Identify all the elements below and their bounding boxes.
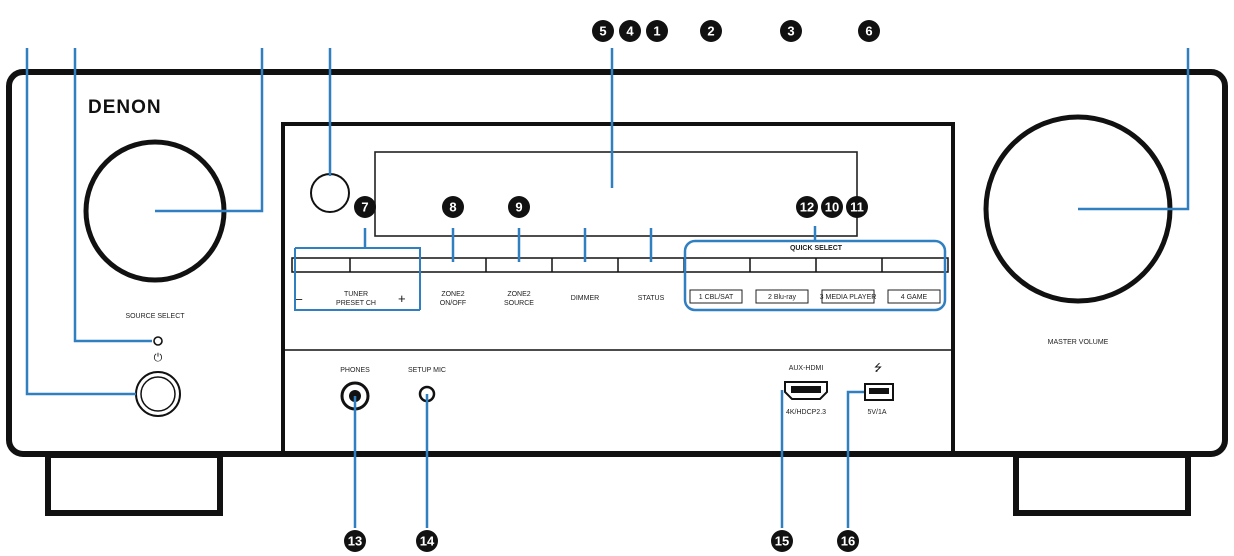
qs2-label: 2 Blu-ray	[768, 294, 797, 301]
button-strip	[291, 257, 949, 273]
qs1-box	[689, 289, 743, 304]
callout-11: 11	[846, 196, 868, 218]
qs4-box	[887, 289, 941, 304]
qs1-label: 1 CBL/SAT	[699, 294, 734, 301]
callout-8: 8	[442, 196, 464, 218]
tuner-preset-label-2: PRESET CH	[336, 300, 376, 307]
dimmer-label: DIMMER	[571, 295, 599, 302]
svg-text:9: 9	[515, 200, 522, 215]
status-label: STATUS	[638, 295, 665, 302]
svg-text:11: 11	[850, 200, 864, 215]
aux-hdmi-port-inner	[791, 386, 821, 393]
callout-5: 5	[592, 20, 614, 42]
tuner-minus-label: –	[295, 291, 303, 306]
qs3-box	[821, 289, 875, 304]
usb-rating-label: 5V/1A	[867, 409, 886, 416]
callout-16: 16	[837, 530, 859, 552]
svg-text:7: 7	[361, 200, 368, 215]
svg-text:13: 13	[348, 534, 362, 549]
phones-label: PHONES	[340, 367, 370, 374]
right-foot	[1013, 452, 1191, 516]
callout-14: 14	[416, 530, 438, 552]
svg-text:12: 12	[800, 200, 814, 215]
brand-logo: DENON	[88, 97, 162, 118]
master-volume-label: MASTER VOLUME	[1048, 339, 1109, 346]
svg-text:4: 4	[626, 24, 634, 39]
zone2-source-label-1: ZONE2	[507, 291, 530, 298]
qs4-label: 4 GAME	[901, 294, 928, 301]
callout-4: 4	[619, 20, 641, 42]
svg-text:6: 6	[865, 24, 872, 39]
callout-lines	[25, 48, 1190, 528]
callout-2: 2	[700, 20, 722, 42]
svg-text:15: 15	[775, 534, 789, 549]
svg-text:16: 16	[841, 534, 855, 549]
display-window	[374, 151, 858, 237]
callout-markers: 5 4 1 2 3 6 7 8 9 12 10 11 13 14 15 16	[344, 20, 880, 552]
aux-hdmi-label: AUX-HDMI	[789, 365, 824, 372]
source-select-label: SOURCE SELECT	[125, 313, 185, 320]
tuner-plus-label: +	[398, 291, 406, 306]
usb-icon: ⭍	[874, 362, 882, 374]
svg-text:1: 1	[653, 24, 660, 39]
center-panel	[281, 122, 955, 454]
callout-1: 1	[646, 20, 668, 42]
callout-15: 15	[771, 530, 793, 552]
power-symbol: ⏻	[154, 352, 163, 364]
button-dividers	[349, 258, 883, 272]
svg-text:8: 8	[449, 200, 456, 215]
callout-3: 3	[780, 20, 802, 42]
qs2-box	[755, 289, 809, 304]
zone2-source-label-2: SOURCE	[504, 300, 534, 307]
svg-text:14: 14	[420, 534, 435, 549]
callout-10: 10	[821, 196, 843, 218]
usb-port-inner	[869, 388, 889, 394]
left-foot	[45, 452, 223, 516]
callout-9: 9	[508, 196, 530, 218]
svg-text:5: 5	[599, 24, 606, 39]
svg-text:10: 10	[825, 200, 839, 215]
callout-12: 12	[796, 196, 818, 218]
quick-select-label: QUICK SELECT	[790, 245, 843, 252]
remote-sensor	[310, 173, 350, 213]
callout-7: 7	[354, 196, 376, 218]
svg-text:3: 3	[787, 24, 794, 39]
svg-text:2: 2	[707, 24, 714, 39]
zone2-onoff-label-1: ZONE2	[441, 291, 464, 298]
standby-indicator	[153, 336, 163, 346]
callout-6: 6	[858, 20, 880, 42]
hdcp-label: 4K/HDCP2.3	[786, 409, 826, 416]
qs3-label: 3 MEDIA PLAYER	[820, 294, 877, 301]
setup-mic-label: SETUP MIC	[408, 367, 446, 374]
callout-13: 13	[344, 530, 366, 552]
zone2-onoff-label-2: ON/OFF	[440, 300, 466, 307]
tuner-preset-label-1: TUNER	[344, 291, 368, 298]
power-button-inner	[140, 376, 176, 412]
